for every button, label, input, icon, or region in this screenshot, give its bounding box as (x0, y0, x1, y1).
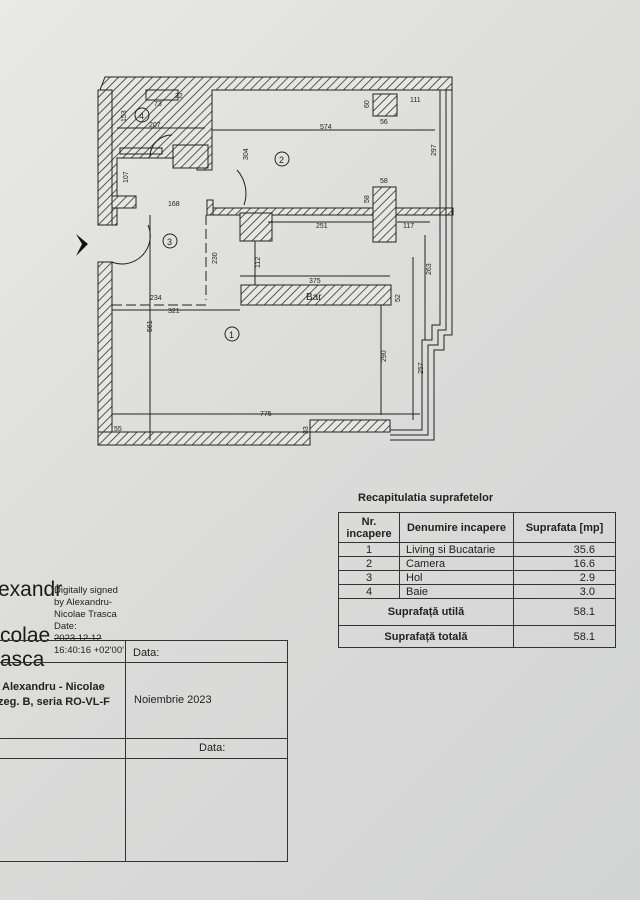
recap-table: Nr. incapere Denumire incapere Suprafata… (338, 512, 616, 648)
svg-text:22: 22 (175, 93, 183, 100)
bar-label: Bar (306, 292, 322, 303)
svg-text:168: 168 (168, 201, 180, 208)
svg-text:574: 574 (320, 124, 332, 131)
svg-text:33: 33 (303, 426, 310, 434)
svg-text:290: 290 (381, 350, 388, 362)
svg-text:52: 52 (395, 294, 402, 302)
header-nr: Nr. incapere (338, 512, 400, 543)
svg-text:111: 111 (410, 97, 421, 104)
svg-text:60: 60 (364, 100, 371, 108)
svg-text:117: 117 (403, 223, 414, 230)
svg-text:55: 55 (114, 426, 122, 433)
svg-text:58: 58 (380, 178, 388, 185)
svg-text:561: 561 (147, 320, 154, 332)
svg-text:58: 58 (364, 195, 371, 203)
walls (97, 76, 454, 446)
room-number: 3 (167, 237, 172, 247)
svg-text:257: 257 (418, 362, 425, 374)
room-number: 2 (279, 155, 284, 165)
svg-text:251: 251 (316, 223, 328, 230)
svg-text:321: 321 (168, 308, 180, 315)
svg-text:234: 234 (150, 295, 162, 302)
svg-text:112: 112 (255, 257, 262, 268)
room-number: 1 (229, 330, 234, 340)
total-label: Suprafață totală (338, 625, 514, 648)
dimension-labels: 73 22 153 207 107 168 304 574 60 111 56 … (114, 93, 438, 434)
header-area: Suprafata [mp] (513, 512, 616, 543)
entrance-arrow-icon (76, 234, 88, 256)
util-value: 58.1 (513, 598, 616, 626)
stamp-box: Data: Alexandru - Nicolae zeg. B, seria … (0, 640, 288, 862)
recap-title: Recapitulatia suprafetelor (358, 492, 494, 504)
svg-text:230: 230 (212, 252, 219, 264)
outer-lines (111, 90, 453, 441)
header-name: Denumire incapere (399, 512, 514, 543)
svg-text:56: 56 (380, 119, 388, 126)
svg-text:207: 207 (149, 122, 161, 129)
svg-text:297: 297 (431, 144, 438, 156)
svg-text:153: 153 (121, 110, 128, 122)
svg-text:304: 304 (243, 148, 250, 160)
room-number: 4 (139, 111, 144, 121)
util-label: Suprafață utilă (338, 598, 514, 626)
total-value: 58.1 (513, 625, 616, 648)
svg-text:107: 107 (123, 171, 130, 183)
svg-text:73: 73 (154, 101, 162, 108)
svg-text:775: 775 (260, 411, 272, 418)
svg-text:375: 375 (309, 278, 321, 285)
svg-text:263: 263 (426, 263, 433, 275)
